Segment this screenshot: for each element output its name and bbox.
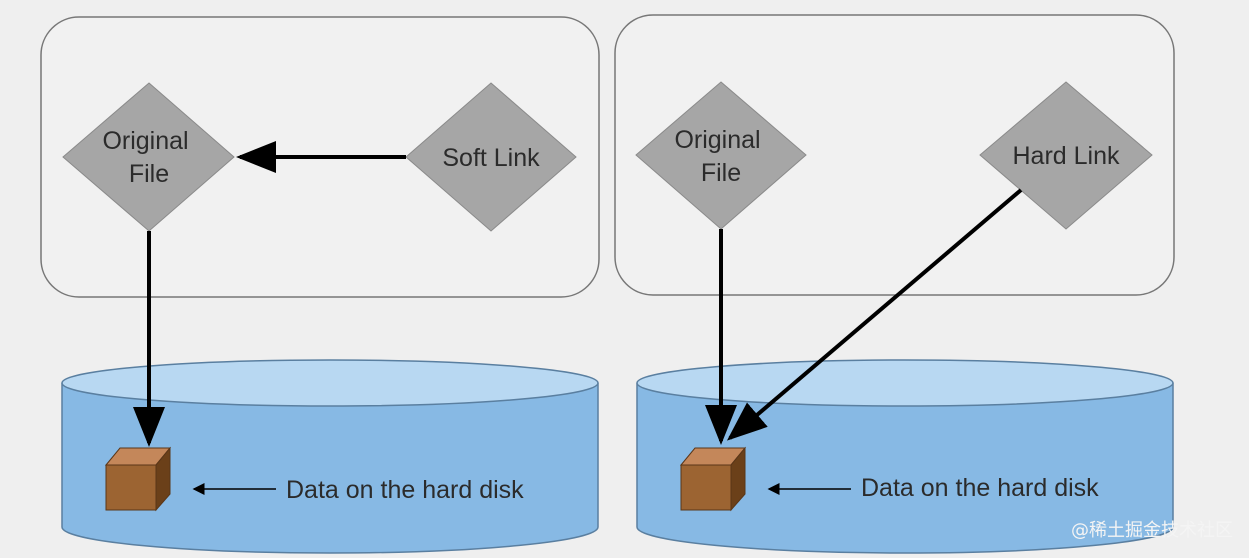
original-file-label-line1: Original	[102, 127, 188, 155]
hard-link-panel: Original File Hard Link Data on the hard…	[614, 14, 1175, 554]
hard-disk-right	[636, 359, 1174, 554]
hard-link-to-data-arrow	[726, 188, 1023, 441]
original-file-label-line2: File	[129, 160, 169, 188]
hard-link-node	[979, 81, 1153, 230]
hard-disk-left	[61, 359, 599, 554]
svg-text:Original File: Original File	[102, 127, 195, 188]
disk-label-left: Data on the hard disk	[286, 476, 524, 504]
watermark: @稀土掘金技术社区	[1071, 520, 1233, 541]
disk-label-right: Data on the hard disk	[861, 474, 1099, 502]
data-block-right	[679, 446, 747, 512]
soft-link-label: Soft Link	[442, 144, 540, 172]
filesystem-box-right	[614, 14, 1175, 296]
original-file-label-line2-right: File	[701, 159, 741, 187]
data-block-left	[104, 446, 172, 512]
soft-link-node	[405, 82, 577, 232]
original-file-label-line1-right: Original	[674, 126, 760, 154]
hard-link-label: Hard Link	[1013, 142, 1120, 170]
soft-link-panel: Original File Soft Link Data on the hard…	[40, 16, 600, 554]
svg-text:Original File: Original File	[674, 126, 767, 187]
